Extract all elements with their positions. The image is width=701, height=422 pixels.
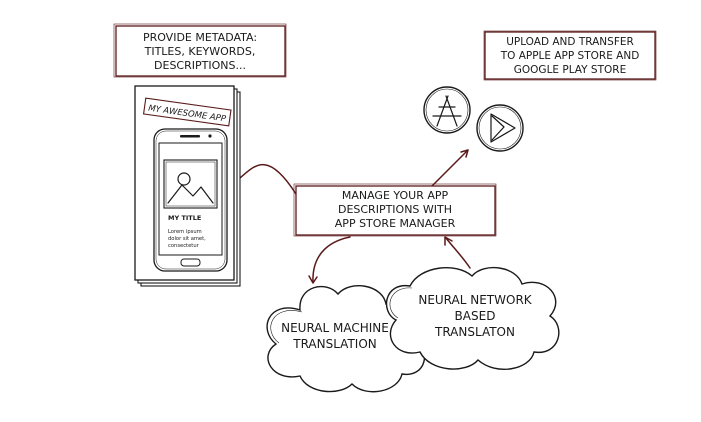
connector-manage-to-stores	[431, 149, 469, 187]
connector-nn-to-manage	[445, 237, 471, 269]
image-placeholder-icon	[163, 159, 218, 209]
upload-line-2: TO APPLE APP STORE AND	[500, 50, 640, 62]
nmt-line-2: TRANSLATION	[292, 337, 377, 351]
phone-camera	[208, 134, 212, 138]
nmt-line-1: NEURAL MACHINE	[281, 321, 389, 335]
phone-body-line-1: Lorem ipsum	[168, 229, 202, 235]
arrowhead-stores	[460, 149, 469, 158]
app-store-icon	[423, 86, 471, 134]
metadata-line-2: TITLES, KEYWORDS,	[144, 45, 256, 58]
phone-body-line-3: consectetur	[168, 243, 200, 249]
upload-box: UPLOAD AND TRANSFER TO APPLE APP STORE A…	[483, 30, 657, 81]
connector-phone-to-manage	[239, 163, 297, 195]
manage-line-2: DESCRIPTIONS WITH	[338, 203, 452, 216]
phone-home-button	[180, 258, 201, 267]
cloud-nn: NEURAL NETWORK BASED TRANSLATON	[385, 266, 560, 370]
nn-line-1: NEURAL NETWORK	[418, 293, 532, 307]
phone-title: MY TITLE	[168, 214, 201, 222]
metadata-box: PROVIDE METADATA: TITLES, KEYWORDS, DESC…	[113, 23, 287, 78]
google-play-icon	[476, 104, 524, 152]
connector-manage-to-nmt	[312, 236, 351, 283]
nn-line-2: BASED	[455, 309, 496, 323]
upload-line-3: GOOGLE PLAY STORE	[514, 64, 626, 76]
arrowhead-nmt	[308, 275, 318, 284]
nn-line-3: TRANSLATON	[434, 325, 515, 339]
manage-box: MANAGE YOUR APP DESCRIPTIONS WITH APP ST…	[293, 183, 497, 237]
upload-line-1: UPLOAD AND TRANSFER	[506, 36, 634, 48]
manage-line-3: APP STORE MANAGER	[335, 217, 456, 230]
metadata-line-1: PROVIDE METADATA:	[143, 31, 257, 44]
cloud-nmt: NEURAL MACHINE TRANSLATION	[266, 285, 426, 393]
manage-line-1: MANAGE YOUR APP	[342, 189, 449, 202]
phone-body-line-2: dolor sit amet,	[168, 236, 206, 242]
phone-mockup: MY AWESOME APP MY TITLE Lorem ipsum dolo…	[134, 85, 241, 287]
arrowhead-manage	[444, 236, 453, 246]
metadata-line-3: DESCRIPTIONS...	[154, 59, 246, 72]
phone-speaker	[180, 135, 200, 138]
